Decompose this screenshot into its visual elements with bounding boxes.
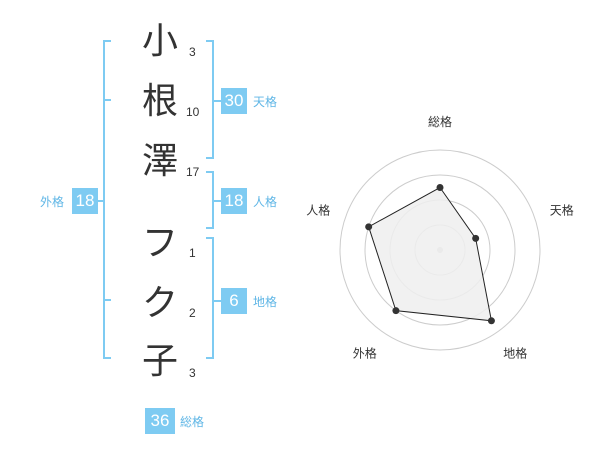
radar-ring [339,149,541,351]
soukaku-label: 総格 [180,415,205,429]
name-char-6: 子 [141,341,178,382]
chikaku-bracket [206,237,214,359]
radar-point-1 [436,184,444,191]
name-char-2: 根 [141,81,178,122]
jinkaku-label: 人格 [253,195,278,209]
radar-point-2 [472,234,480,242]
name-char-1: 小 [141,21,178,62]
radar-point-3 [487,317,495,325]
name-char-5: ク [141,283,178,324]
jinkaku-badge: 18 [221,188,247,214]
chikaku-label: 地格 [253,295,278,309]
radar-point-5 [365,223,373,231]
stroke-count-3: 17 [186,165,200,179]
radar-axis-label-3: 地格 [503,346,527,361]
radar-point-4 [392,307,400,315]
stroke-count-1: 3 [189,45,196,59]
soukaku-badge: 36 [145,408,175,434]
gaikaku-label: 外格 [40,195,65,209]
stroke-count-4: 1 [189,246,196,260]
chikaku-badge: 6 [221,288,247,314]
gaikaku-bracket [103,40,111,359]
tenkaku-bracket [206,40,214,159]
radar-axis-label-5: 人格 [306,202,330,217]
tenkaku-label: 天格 [253,95,278,109]
name-char-3: 澤 [141,141,178,182]
name-char-4: フ [141,223,178,264]
radar-axis-label-4: 外格 [353,346,377,361]
radar-axis-label-1: 総格 [428,114,452,129]
radar-axis-label-2: 天格 [550,202,574,217]
radar-ring [364,174,516,326]
gaikaku-badge: 18 [72,188,98,214]
radar-polygon [368,186,493,322]
stroke-count-6: 3 [189,366,196,380]
tenkaku-badge: 30 [221,88,247,114]
stroke-count-5: 2 [189,306,196,320]
stroke-count-2: 10 [186,105,200,119]
